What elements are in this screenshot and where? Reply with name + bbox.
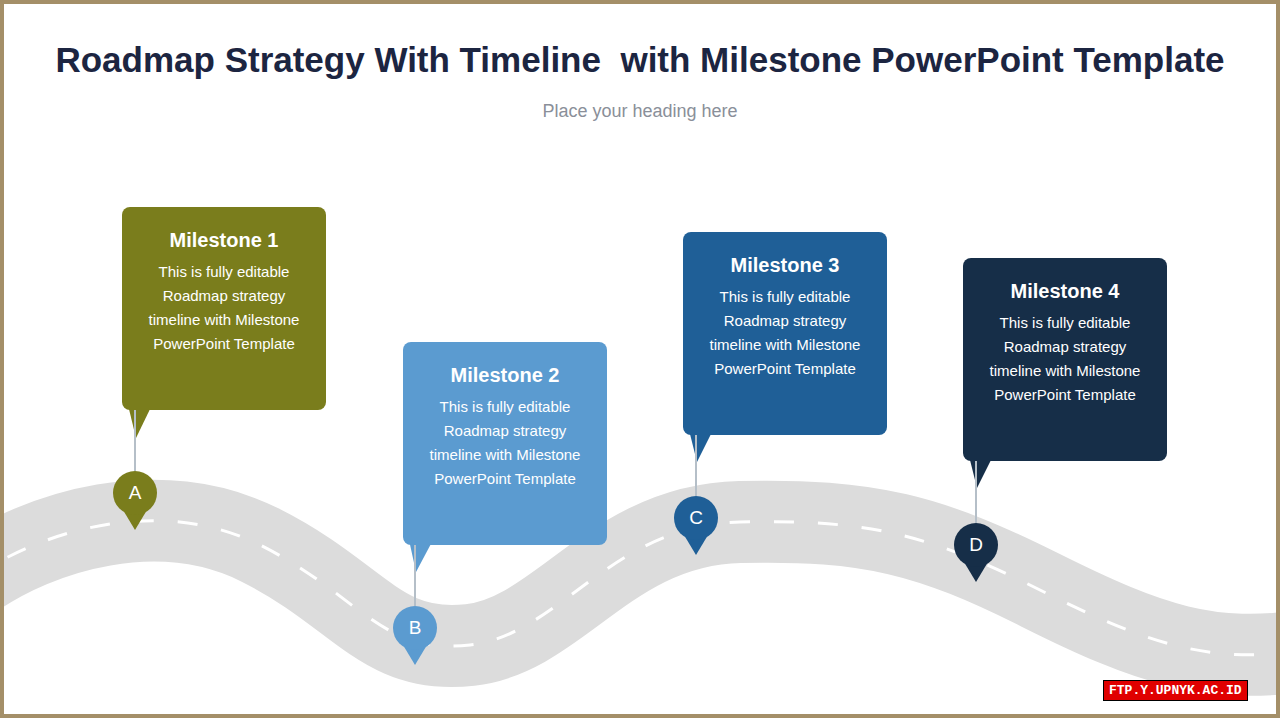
milestone-box: Milestone 4 This is fully editable Roadma… xyxy=(963,258,1167,461)
milestone-heading: Milestone 4 xyxy=(987,280,1143,303)
milestone-text: This is fully editable Roadmap strategy … xyxy=(987,311,1143,407)
road-centerline xyxy=(0,521,1280,655)
milestone-text: This is fully editable Roadmap strategy … xyxy=(707,285,863,381)
leader-line xyxy=(695,435,697,496)
watermark: FTP.Y.UPNYK.AC.ID xyxy=(1103,680,1248,701)
title: Roadmap Strategy With Timeline with Mile… xyxy=(10,40,1270,80)
milestone-pin: A xyxy=(113,471,157,515)
pin-letter: D xyxy=(969,534,983,556)
milestone-text: This is fully editable Roadmap strategy … xyxy=(427,395,583,491)
milestone-box: Milestone 3 This is fully editable Roadma… xyxy=(683,232,887,435)
milestone-heading: Milestone 1 xyxy=(146,229,302,252)
milestone-heading: Milestone 2 xyxy=(427,364,583,387)
milestone-box: Milestone 1 This is fully editable Roadma… xyxy=(122,207,326,410)
pin-letter: B xyxy=(409,617,422,639)
pin-letter: A xyxy=(129,482,142,504)
milestone-heading: Milestone 3 xyxy=(707,254,863,277)
milestone-text: This is fully editable Roadmap strategy … xyxy=(146,260,302,356)
milestone-pin: B xyxy=(393,606,437,650)
milestone-box: Milestone 2 This is fully editable Roadma… xyxy=(403,342,607,545)
road xyxy=(0,521,1280,655)
leader-line xyxy=(975,461,977,523)
subtitle: Place your heading here xyxy=(340,101,940,122)
leader-line xyxy=(134,410,136,471)
leader-line xyxy=(414,545,416,606)
milestone-pin: D xyxy=(954,523,998,567)
milestone-pin: C xyxy=(674,496,718,540)
pin-letter: C xyxy=(689,507,703,529)
